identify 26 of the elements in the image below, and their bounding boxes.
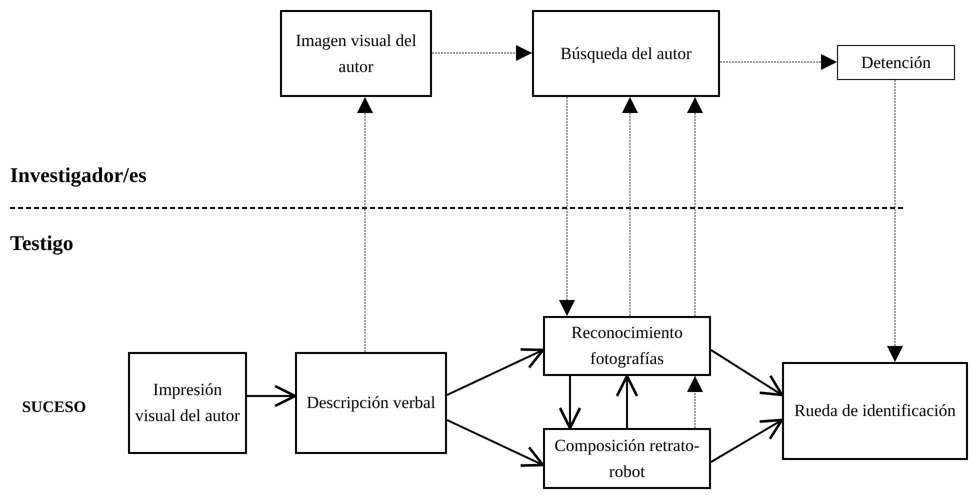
- arrow: [710, 418, 784, 463]
- arrow: [616, 374, 638, 428]
- arrow: [622, 96, 638, 316]
- lane-label: Testigo: [10, 230, 74, 257]
- lane-label: Investigador/es: [10, 162, 146, 189]
- arrow: [446, 419, 544, 467]
- arrow: [887, 80, 903, 362]
- arrow: [720, 54, 838, 70]
- process-box: Reconocimiento fotografías: [543, 316, 711, 376]
- process-box: Imagen visual del autor: [280, 10, 432, 97]
- process-box: Búsqueda del autor: [532, 10, 720, 97]
- arrow: [432, 45, 532, 61]
- arrow: [687, 376, 703, 428]
- process-box: Rueda de identificación: [782, 362, 968, 460]
- arrow: [446, 348, 544, 396]
- arrow: [558, 376, 582, 430]
- arrow: [247, 384, 296, 408]
- arrow: [357, 96, 373, 352]
- process-box: Composición retrato-robot: [543, 428, 711, 489]
- arrow: [687, 96, 703, 316]
- process-box: Descripción verbal: [295, 352, 447, 454]
- arrow: [559, 96, 575, 316]
- arrow: [710, 349, 784, 396]
- lane-label: SUCESO: [22, 398, 86, 418]
- process-box: Impresión visual del autor: [128, 352, 247, 454]
- process-box: Detención: [837, 45, 955, 80]
